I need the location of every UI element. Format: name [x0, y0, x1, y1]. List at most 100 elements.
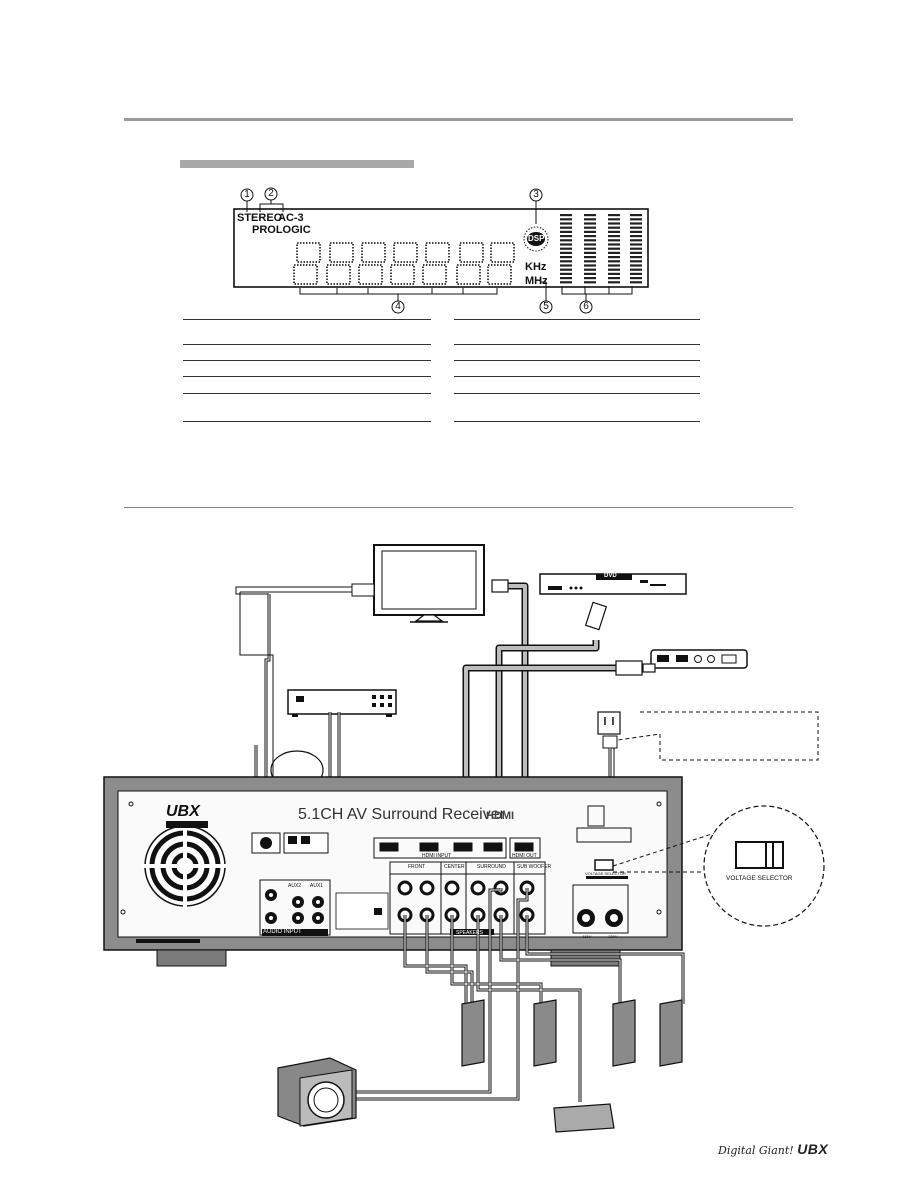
spectrum-segment: [560, 268, 572, 271]
spectrum-segment: [608, 268, 620, 271]
ac3-indicator: AC-3: [278, 212, 304, 224]
spectrum-segment: [584, 264, 596, 267]
spectrum-segment: [584, 239, 596, 242]
spectrum-segment: [630, 256, 642, 259]
center-label: CENTER: [444, 864, 465, 870]
hdmi-logo: HDMI: [486, 810, 515, 822]
spectrum-segment: [560, 256, 572, 259]
top-divider: [124, 118, 793, 121]
spectrum-segment: [584, 281, 596, 284]
spectrum-segment: [608, 281, 620, 284]
spectrum-segment: [608, 277, 620, 280]
aux2-label: AUX2: [288, 883, 302, 889]
prologic-indicator: PROLOGIC: [252, 224, 311, 236]
spectrum-segment: [560, 226, 572, 229]
spectrum-segment: [630, 235, 642, 238]
spectrum-segment: [630, 230, 642, 233]
spectrum-segment: [584, 235, 596, 238]
spectrum-segment: [630, 222, 642, 225]
callout-number: 4: [395, 301, 401, 312]
tv-icon: [373, 544, 485, 623]
spectrum-segment: [608, 243, 620, 246]
spectrum-segment: [608, 251, 620, 254]
spectrum-segment: [608, 230, 620, 233]
spectrum-segment: [630, 214, 642, 217]
spectrum-segment: [608, 235, 620, 238]
speakers-label: SPEAKERS: [456, 930, 483, 936]
spectrum-segment: [630, 264, 642, 267]
spectrum-segment: [630, 243, 642, 246]
khz-indicator: KHz: [525, 261, 547, 273]
footer-tagline: Digital Giant!: [718, 1144, 794, 1157]
subwoofer-label: SUB WOOFER: [517, 864, 552, 870]
dsp-indicator: DSP: [528, 234, 545, 243]
spectrum-segment: [608, 272, 620, 275]
spectrum-segment: [608, 256, 620, 259]
spectrum-segment: [560, 247, 572, 250]
spectrum-segment: [584, 260, 596, 263]
hdmi-out-label: HDMI OUT: [512, 853, 537, 859]
spectrum-segment: [630, 260, 642, 263]
callout-number: 2: [268, 188, 274, 199]
v230-label: ~230V: [606, 934, 618, 939]
mhz-indicator: MHz: [525, 275, 548, 287]
spectrum-segment: [560, 243, 572, 246]
spectrum-segment: [560, 264, 572, 267]
spectrum-segment: [560, 277, 572, 280]
spectrum-segment: [584, 256, 596, 259]
section-divider: [124, 507, 793, 508]
spectrum-segment: [584, 251, 596, 254]
spectrum-segment: [630, 272, 642, 275]
spectrum-segment: [584, 214, 596, 217]
spectrum-segment: [608, 239, 620, 242]
spectrum-segment: [608, 247, 620, 250]
media-player-icon: [650, 649, 748, 669]
spectrum-segment: [560, 230, 572, 233]
surround-label: SURROUND: [477, 864, 506, 870]
spectrum-segment: [560, 251, 572, 254]
receiver-model-title: 5.1CH AV Surround Receiver: [298, 806, 505, 823]
dvd-label: DVD: [604, 573, 617, 579]
stereo-indicator: STEREO: [237, 212, 283, 224]
spectrum-segment: [608, 260, 620, 263]
spectrum-segment: [584, 247, 596, 250]
callout-number: 3: [533, 189, 539, 200]
v115-label: ~115V: [580, 934, 592, 939]
cd-player-icon: [287, 689, 397, 717]
spectrum-segment: [560, 218, 572, 221]
hdmi-input-label: HDMI INPUT: [422, 853, 452, 859]
spectrum-segment: [584, 268, 596, 271]
dvd-player-icon: [539, 573, 687, 595]
spectrum-segment: [560, 235, 572, 238]
spectrum-segment: [560, 260, 572, 263]
receiver-brand-logo: UBX: [166, 803, 200, 820]
voltage-selector-small-label: VOLTAGE SELECTOR: [585, 871, 626, 876]
spectrum-segment: [630, 247, 642, 250]
spectrum-segment: [630, 239, 642, 242]
spectrum-segment: [560, 239, 572, 242]
spectrum-segment: [608, 214, 620, 217]
spectrum-segment: [630, 226, 642, 229]
front-label: FRONT: [408, 864, 426, 870]
spectrum-segment: [584, 222, 596, 225]
spectrum-segment: [560, 281, 572, 284]
receiver-rear-panel: [103, 776, 683, 967]
spectrum-segment: [630, 277, 642, 280]
section-heading-bar: [180, 160, 414, 168]
spectrum-segment: [584, 218, 596, 221]
callout-number: 6: [583, 301, 589, 312]
callout-1: [240, 188, 254, 212]
spectrum-segment: [584, 277, 596, 280]
footer-logo: UBX: [797, 1141, 829, 1157]
footer-brand: Digital Giant! UBX: [718, 1141, 828, 1157]
callout-number: 1: [244, 189, 250, 200]
spectrum-segment: [630, 268, 642, 271]
speaker-icons: [461, 999, 683, 1067]
callout-number: 5: [543, 301, 549, 312]
spectrum-segment: [630, 251, 642, 254]
spectrum-segment: [608, 218, 620, 221]
spectrum-segment: [560, 222, 572, 225]
aux1-label: AUX1: [310, 883, 324, 889]
